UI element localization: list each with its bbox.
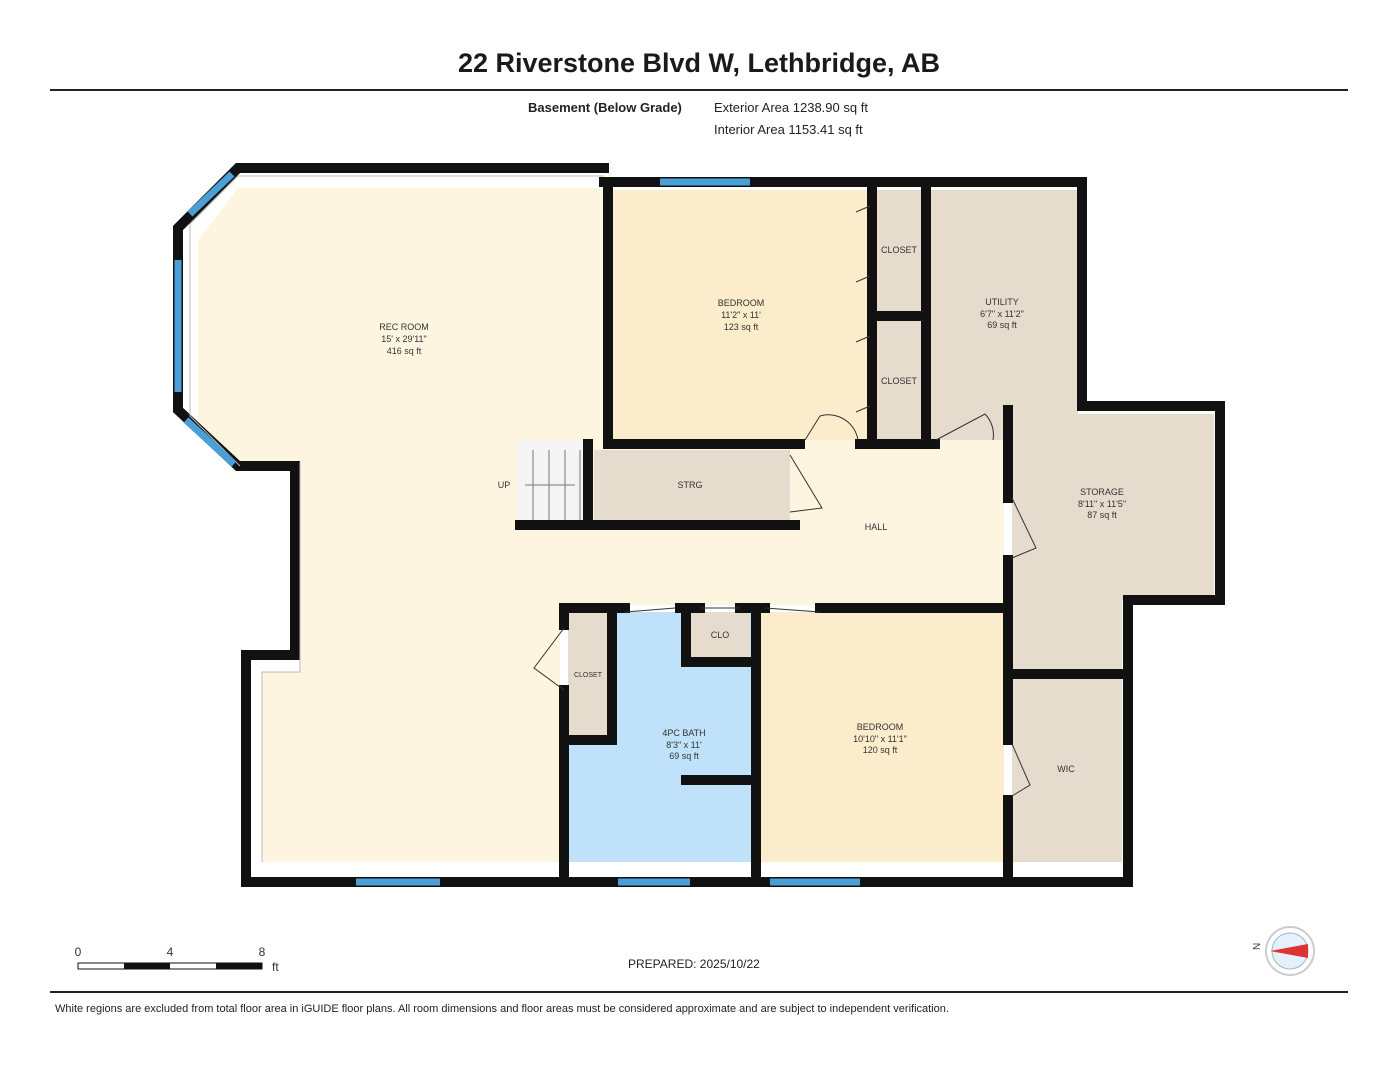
closet-1-label: CLOSET xyxy=(881,245,918,255)
bedroom-2-area xyxy=(760,612,1004,862)
closet-3-area xyxy=(568,612,608,738)
footer-divider xyxy=(50,991,1348,993)
scale-unit: ft xyxy=(272,960,279,974)
bedroom-2-label: BEDROOM xyxy=(857,722,904,732)
utility-area xyxy=(930,190,1078,440)
rec-room-area: 416 sq ft xyxy=(387,346,422,356)
page-title: 22 Riverstone Blvd W, Lethbridge, AB xyxy=(457,48,941,78)
bedroom-1-area: 123 sq ft xyxy=(724,322,759,332)
stairs-up-label: UP xyxy=(498,480,511,490)
bath-dims: 8'3" x 11' xyxy=(666,740,702,750)
scale-label-8: 8 xyxy=(259,945,266,959)
closet-2-label: CLOSET xyxy=(881,376,918,386)
exterior-area: Exterior Area 1238.90 sq ft xyxy=(714,100,868,115)
bedroom-1-dims: 11'2" x 11' xyxy=(721,310,761,320)
scale-label-0: 0 xyxy=(75,945,82,959)
closet-2-area xyxy=(876,320,922,440)
storage-dims: 8'11" x 11'5" xyxy=(1078,499,1126,509)
utility-area: 69 sq ft xyxy=(987,320,1017,330)
utility-label: UTILITY xyxy=(985,297,1019,307)
closet-3-label: CLOSET xyxy=(574,672,603,679)
stairs xyxy=(517,440,587,522)
scale-bar: 0 4 8 ft xyxy=(75,945,280,974)
utility-dims: 6'7" x 11'2" xyxy=(980,309,1024,319)
compass-north: N xyxy=(1252,943,1263,950)
windows xyxy=(174,171,860,886)
strg-area xyxy=(594,450,790,520)
storage-label: STORAGE xyxy=(1080,487,1124,497)
prepared-date: PREPARED: 2025/10/22 xyxy=(628,957,760,971)
bedroom-1-area xyxy=(612,190,868,440)
rec-room-label: REC ROOM xyxy=(379,322,429,332)
closet-1-area xyxy=(876,190,922,312)
strg-label: STRG xyxy=(677,480,702,490)
clo-label: CLO xyxy=(711,630,730,640)
scale-label-4: 4 xyxy=(167,945,174,959)
door-swings xyxy=(533,205,1037,797)
clo-area xyxy=(690,612,750,660)
rec-room-dims: 15' x 29'11" xyxy=(381,334,427,344)
bedroom-2-area: 120 sq ft xyxy=(863,745,898,755)
bath-label: 4PC BATH xyxy=(662,728,705,738)
storage-area: 87 sq ft xyxy=(1087,510,1117,520)
wic-label: WIC xyxy=(1057,764,1075,774)
disclaimer: White regions are excluded from total fl… xyxy=(55,1003,949,1015)
exclusion-outline xyxy=(189,175,604,862)
bedroom-1-label: BEDROOM xyxy=(718,298,765,308)
wic-area xyxy=(1012,676,1122,862)
compass-icon: N xyxy=(1252,926,1315,976)
bedroom-2-dims: 10'10" x 11'1" xyxy=(853,734,907,744)
stair-treads xyxy=(525,450,581,520)
title-divider xyxy=(50,89,1348,91)
hall-label: HALL xyxy=(865,522,888,532)
interior-area: Interior Area 1153.41 sq ft xyxy=(714,122,863,137)
bath-area-text: 69 sq ft xyxy=(669,751,699,761)
storage-area xyxy=(1012,414,1214,672)
floor-name: Basement (Below Grade) xyxy=(528,100,682,115)
